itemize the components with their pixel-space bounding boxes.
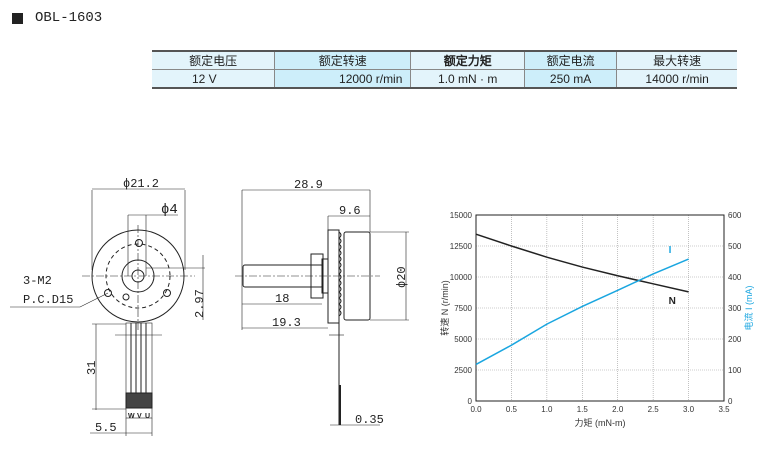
x-tick-label: 2.0 [612, 405, 624, 414]
series-label-I: I [669, 245, 672, 256]
y2-tick-label: 600 [728, 211, 742, 220]
y2-tick-label: 0 [728, 397, 733, 406]
spec-value: 14000 r/min [616, 69, 737, 88]
spec-value: 1.0 mN · m [410, 69, 525, 88]
y-tick-label: 12500 [450, 242, 473, 251]
series-line-I [475, 258, 689, 366]
model-name: OBL-1603 [35, 10, 103, 26]
y-axis-label: 转速 N (r/min) [439, 280, 450, 336]
y-tick-label: 15000 [450, 211, 473, 220]
dim-lead-width: 5.5 [95, 421, 117, 435]
y-tick-label: 7500 [454, 304, 472, 313]
y2-axis-label: 电流 I (mA) [743, 286, 754, 331]
spec-value: 12000 r/min [274, 69, 411, 88]
dim-thickness: 0.35 [355, 413, 384, 427]
dim-body-dia: ϕ20 [395, 266, 409, 288]
x-tick-label: 3.5 [718, 405, 730, 414]
x-tick-label: 0.5 [506, 405, 518, 414]
y-tick-label: 0 [468, 397, 473, 406]
x-tick-label: 0.0 [470, 405, 482, 414]
spec-header-row: 额定电压 额定转速 额定力矩 额定电流 最大转速 [152, 51, 737, 70]
side-view [235, 189, 409, 426]
dim-offset: 2.97 [193, 289, 207, 318]
y2-tick-label: 300 [728, 304, 742, 313]
dim-length: 28.9 [294, 178, 323, 192]
spec-table: 额定电压 额定转速 额定力矩 额定电流 最大转速 12 V 12000 r/mi… [152, 50, 737, 89]
x-axis-label: 力矩 (mN-m) [575, 417, 626, 428]
dim-outer-dia: ϕ21.2 [123, 177, 159, 191]
lead-v: V [137, 413, 142, 420]
holes-label: 3-M2 [23, 274, 52, 288]
x-tick-label: 1.5 [577, 405, 589, 414]
y-tick-label: 5000 [454, 335, 472, 344]
y-tick-label: 10000 [450, 273, 473, 282]
spec-header: 最大转速 [616, 51, 737, 70]
lead-u: U [145, 413, 150, 420]
dim-shaft-dia: ϕ4 [161, 202, 178, 218]
spec-value-row: 12 V 12000 r/min 1.0 mN · m 250 mA 14000… [152, 69, 737, 88]
dim-body: 9.6 [339, 204, 361, 218]
x-tick-label: 2.5 [648, 405, 660, 414]
spec-header: 额定力矩 [410, 51, 525, 70]
front-view [10, 188, 205, 436]
series-line-N [475, 233, 689, 293]
bullet-icon [12, 12, 23, 24]
spec-value: 250 mA [523, 69, 617, 88]
dim-lead-length: 31 [85, 361, 99, 375]
y2-tick-label: 100 [728, 366, 742, 375]
x-tick-label: 3.0 [683, 405, 695, 414]
spec-header: 额定转速 [274, 51, 411, 70]
x-tick-label: 1.0 [541, 405, 553, 414]
y2-tick-label: 500 [728, 242, 742, 251]
pcd-label: P.C.D15 [23, 293, 73, 307]
model-title: OBL-1603 [12, 10, 102, 26]
plot-frame [475, 214, 725, 402]
spec-header: 额定电压 [152, 51, 275, 70]
y2-tick-label: 200 [728, 335, 742, 344]
spec-header: 额定电流 [523, 51, 617, 70]
series-label-N: N [669, 296, 676, 307]
y2-tick-label: 400 [728, 273, 742, 282]
dim-shaft: 18 [275, 292, 289, 306]
dim-shaft-total: 19.3 [272, 316, 301, 330]
y-tick-label: 2500 [454, 366, 472, 375]
lead-w: W [128, 413, 135, 420]
spec-value: 12 V [152, 69, 275, 88]
